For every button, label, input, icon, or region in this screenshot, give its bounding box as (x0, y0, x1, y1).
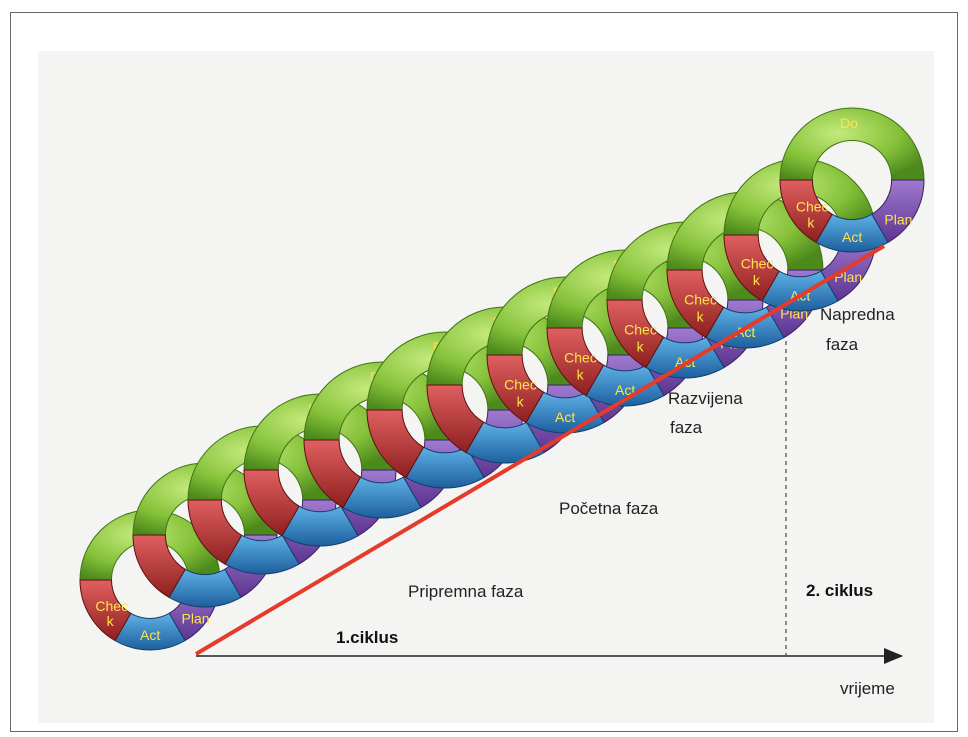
cycle-2-label: 2. ciklus (806, 581, 873, 600)
act-label: Act (555, 409, 575, 425)
plan-label: Plan (182, 610, 210, 626)
check-label-cont: k (697, 308, 705, 324)
phase-napredna-label-line2: faza (826, 335, 859, 354)
do-label: Do (840, 115, 858, 131)
check-label: Chec (624, 321, 657, 337)
check-label-cont: k (107, 613, 115, 629)
check-label: Chec (95, 598, 128, 614)
phase-napredna-label-line1: Napredna (820, 305, 895, 324)
check-label-cont: k (753, 272, 761, 288)
phase-razvijena-label-line2: faza (670, 418, 703, 437)
act-label: Act (140, 627, 160, 643)
act-label: Act (842, 229, 862, 245)
check-label-cont: k (637, 338, 645, 354)
check-label-cont: k (517, 393, 525, 409)
pdca-rings: DoPlanActCheckDoDoDoDoDoDoDoPlanActCheck… (80, 108, 924, 650)
check-label: Chec (796, 199, 829, 215)
check-label-cont: k (577, 366, 585, 382)
check-label: Chec (684, 291, 717, 307)
phase-razvijena-label-line1: Razvijena (668, 389, 743, 408)
check-label: Chec (741, 255, 774, 271)
phase-pripremna-label: Pripremna faza (408, 582, 524, 601)
plan-label: Plan (884, 212, 912, 228)
phase-pocetna-label: Početna faza (559, 499, 659, 518)
check-label-cont: k (807, 215, 815, 231)
check-label: Chec (504, 376, 537, 392)
cycle-1-label: 1.ciklus (336, 628, 398, 647)
time-axis-label: vrijeme (840, 679, 895, 698)
check-label: Chec (564, 349, 597, 365)
